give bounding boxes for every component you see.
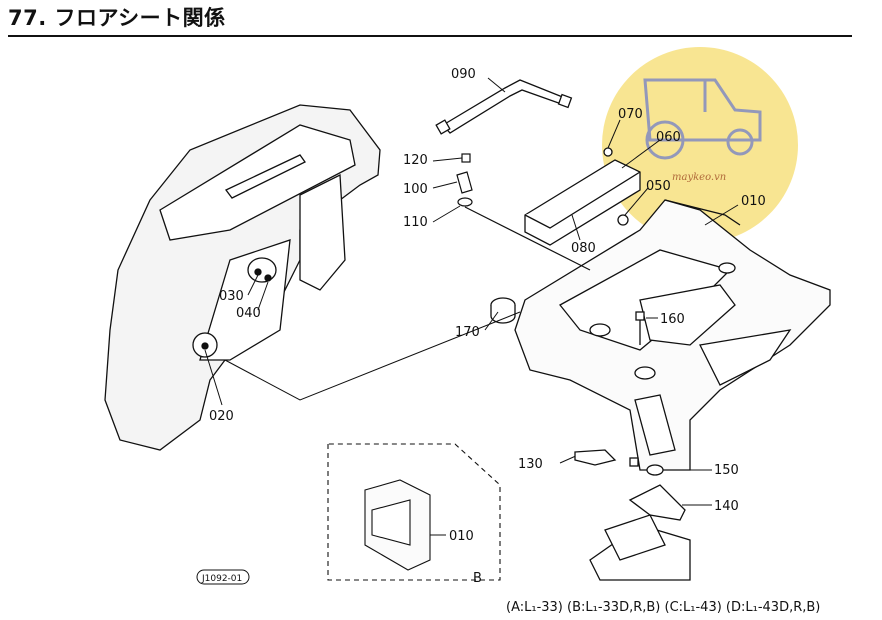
title-underline	[8, 35, 852, 37]
tractor-icon	[643, 78, 762, 160]
inset-label: B	[473, 571, 482, 586]
bottom-parts	[574, 449, 691, 581]
label-120: 120	[403, 153, 428, 168]
label-020: 020	[209, 409, 234, 424]
label-010-inset: 010	[449, 529, 474, 544]
label-030: 030	[219, 289, 244, 304]
watermark-text: maykeo.vn	[672, 172, 726, 183]
label-060: 060	[656, 130, 681, 145]
label-070: 070	[618, 107, 643, 122]
label-010: 010	[741, 194, 766, 209]
label-130: 130	[518, 457, 543, 472]
label-110: 110	[403, 215, 428, 230]
leader-lines	[204, 77, 739, 536]
cap-170	[490, 297, 516, 324]
left-fender-cover	[104, 104, 381, 451]
floor-plate-010	[514, 199, 831, 471]
label-080: 080	[571, 241, 596, 256]
page-title: 77. フロアシート関係	[8, 6, 226, 30]
label-040: 040	[236, 306, 261, 321]
part-labels: 090 070 060 050 010 120 100 110 080 030 …	[209, 67, 766, 586]
model-footer: (A:L₁-33) (B:L₁-33D,R,B) (C:L₁-43) (D:L₁…	[506, 600, 821, 615]
bracket-080	[524, 147, 641, 246]
drawing-code-stamp: J1092-01	[196, 569, 250, 585]
label-100: 100	[403, 182, 428, 197]
label-140: 140	[714, 499, 739, 514]
rail-090	[435, 79, 573, 135]
label-090: 090	[451, 67, 476, 82]
watermark-logo: maykeo.vn	[602, 47, 798, 243]
bolt-160	[635, 311, 645, 345]
inset-box-b	[327, 443, 501, 581]
label-170: 170	[455, 325, 480, 340]
label-050: 050	[646, 179, 671, 194]
label-160: 160	[660, 312, 685, 327]
svg-text:J1092-01: J1092-01	[201, 574, 242, 584]
label-150: 150	[714, 463, 739, 478]
